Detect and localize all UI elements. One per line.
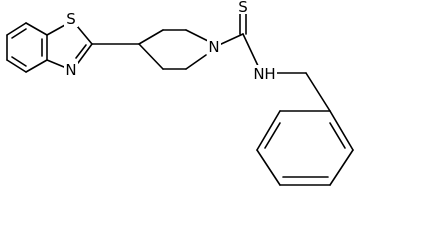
double-bond-inner [11,28,27,39]
bond [77,43,93,64]
double-bond-inner [11,56,27,67]
bond [218,33,244,46]
bond [25,59,48,73]
benzothiazole-sulfur-atom: S [64,10,78,28]
thione-sulfur-atom: S [236,0,250,16]
bond [6,59,27,73]
bond [329,149,354,186]
bond [305,72,331,112]
bond [256,149,281,186]
atom-label-layer: S N N S N H [64,0,277,83]
double-bond-inner [264,122,281,149]
double-bond-inner [329,122,346,149]
bond [256,110,281,151]
bond [185,29,209,42]
bond [46,24,66,36]
bond [185,54,207,70]
atom-label: S [66,10,76,28]
chemical-structure-diagram: S N N S N H [6,0,354,186]
bond [138,43,164,70]
atom-label: S [238,0,248,16]
atom-label: N [208,38,219,56]
benzothiazole-nitrogen-atom: N [64,61,78,79]
bond [25,22,48,36]
double-bond-inner [75,44,87,59]
bond [329,110,354,151]
atom-label: N [65,61,76,79]
bond [138,29,164,45]
atom-label: H [264,65,275,83]
bond [6,22,27,36]
bond [46,59,65,68]
piperidine-nitrogen-atom: N [207,38,221,56]
atom-label: N [253,65,264,83]
bond [242,33,260,69]
amide-nh-atom: N H [253,65,277,83]
bond-layer [6,12,354,186]
bond [76,25,93,45]
